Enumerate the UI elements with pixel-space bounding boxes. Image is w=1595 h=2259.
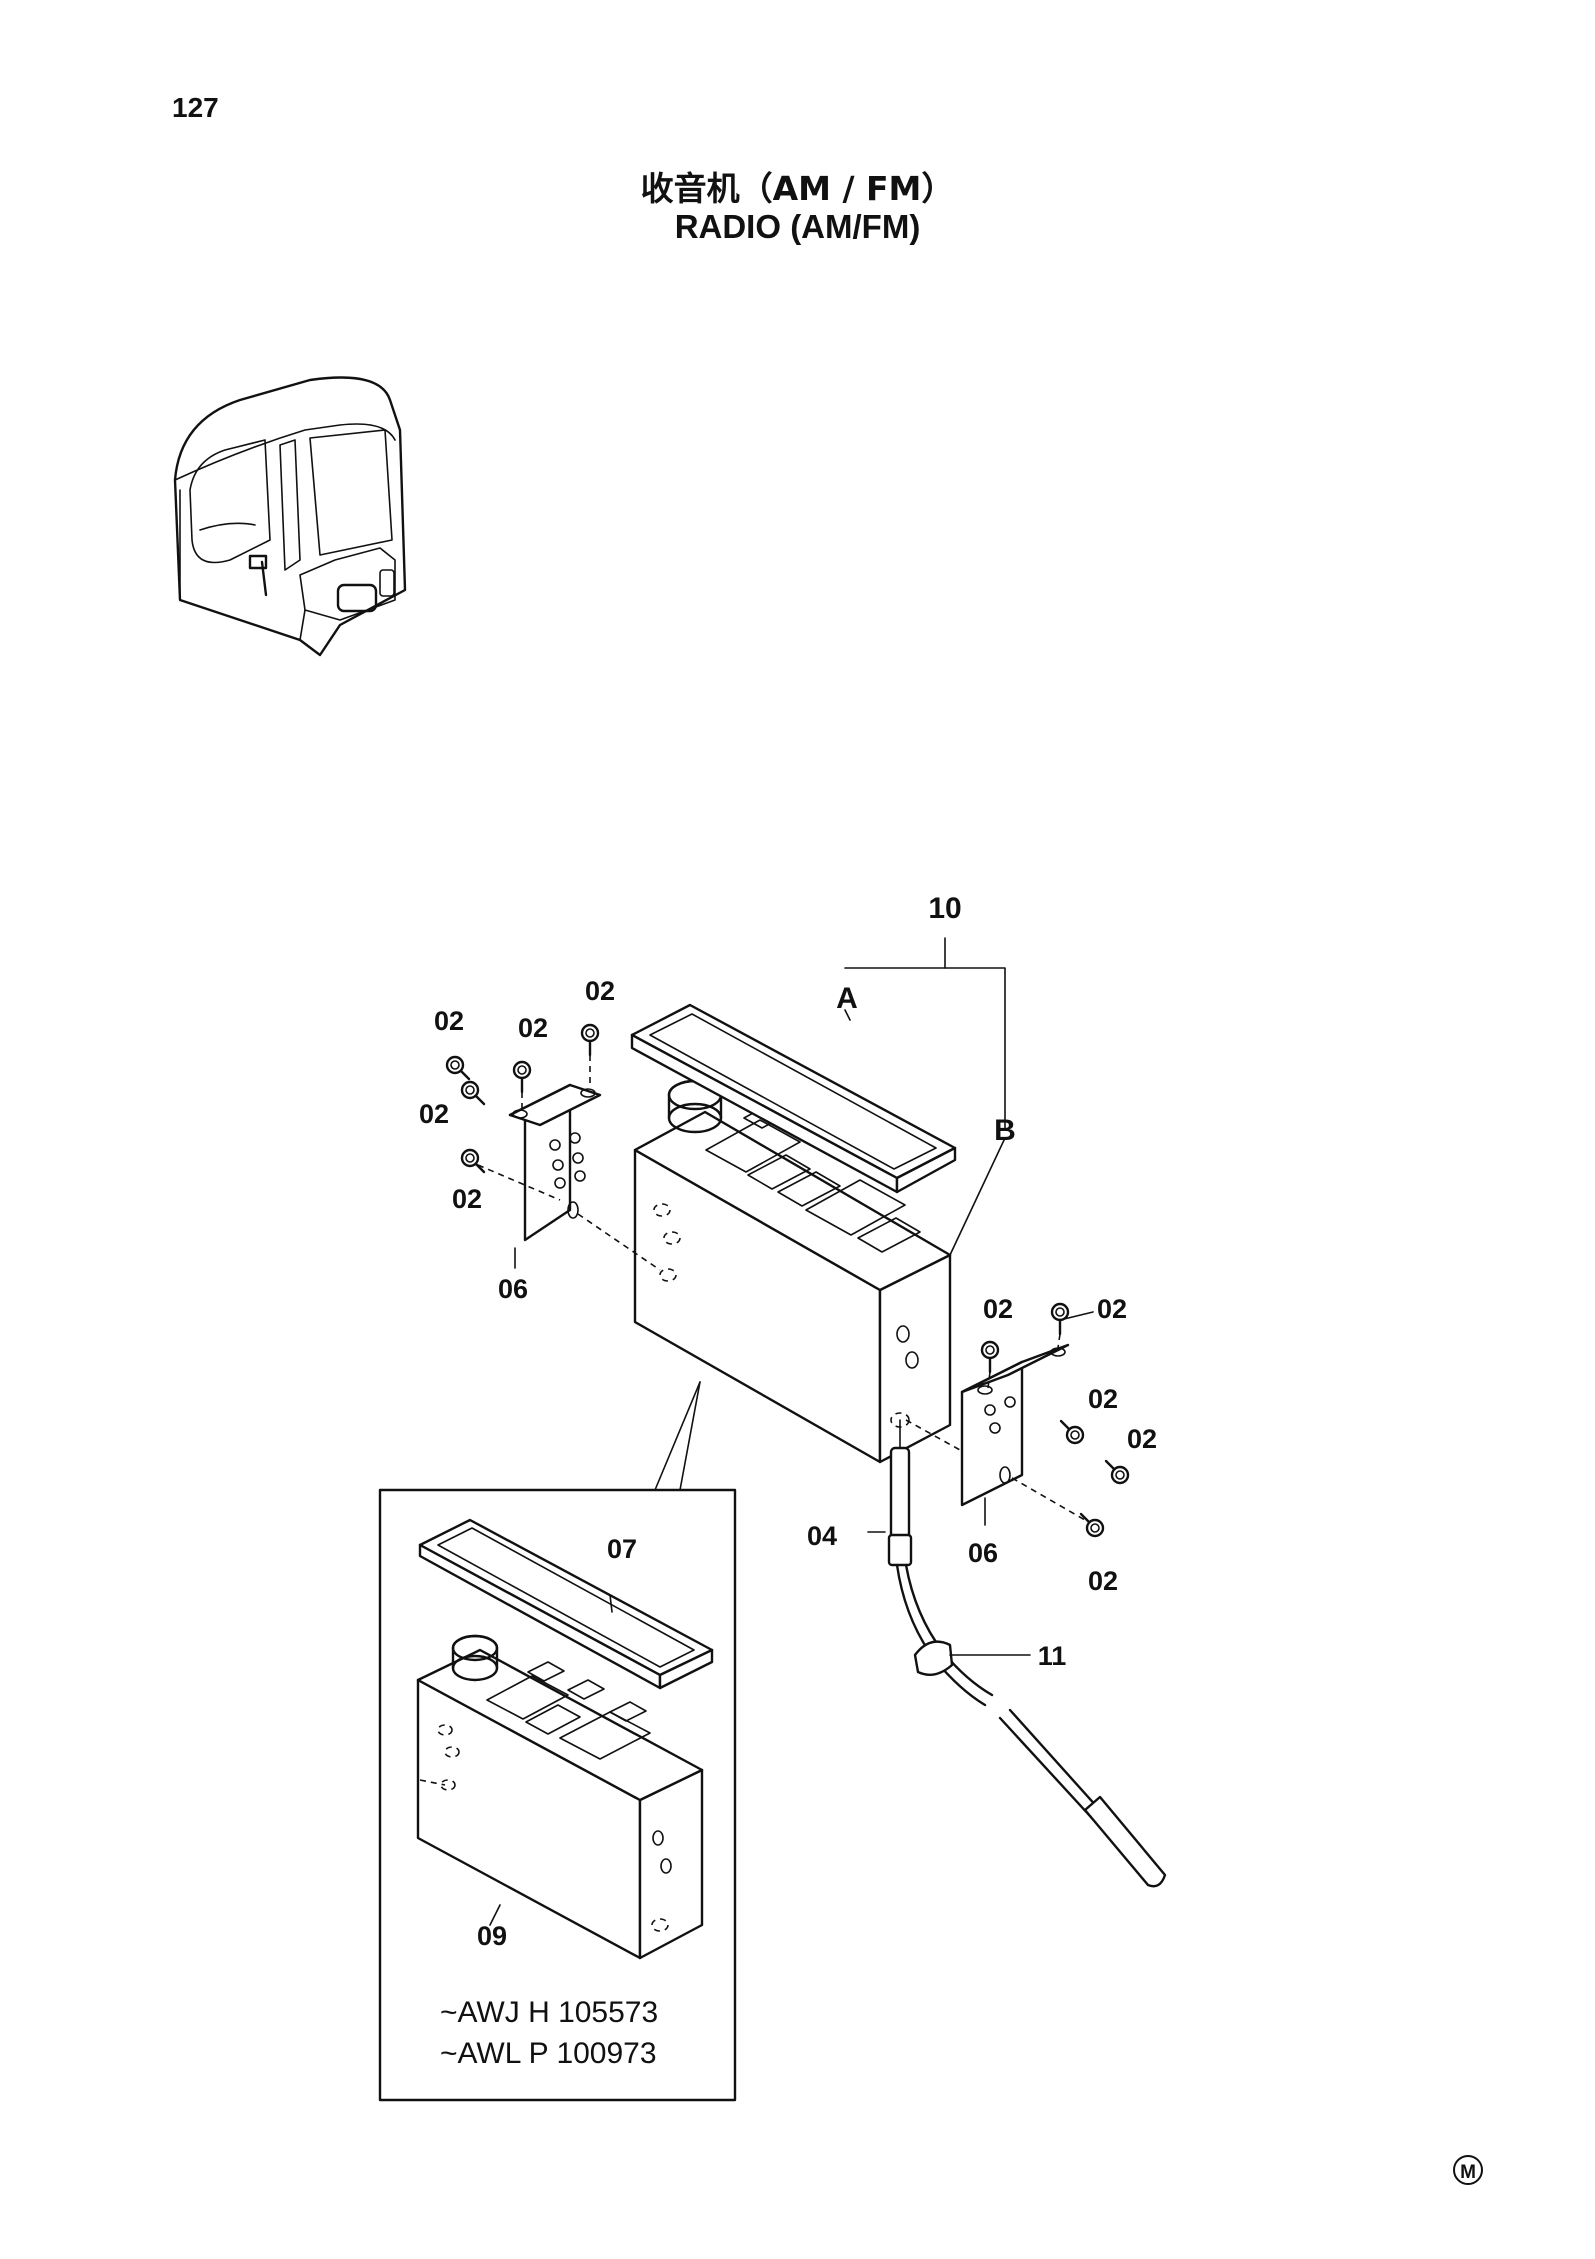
page-number: 127 — [172, 92, 219, 123]
corner-mark-letter: M — [1460, 2162, 1476, 2183]
callout-screw-9: 02 — [1127, 1424, 1157, 1454]
callout-labels: 10 A B 02 02 02 02 02 02 02 02 02 02 06 … — [419, 892, 1157, 2070]
callout-screw-4: 02 — [419, 1099, 449, 1129]
inset-note-2: ~AWL P 100973 — [440, 2037, 657, 2070]
cover-tray-a — [630, 1003, 957, 1194]
callout-bracket-left: 06 — [498, 1274, 528, 1304]
title-chinese: 收音机（AM / FM） — [640, 169, 955, 208]
bracket-left — [508, 1083, 602, 1242]
title-english: RADIO (AM/FM) — [674, 208, 921, 245]
callout-screw-10: 02 — [1088, 1566, 1118, 1596]
callout-antenna-plug: 04 — [807, 1521, 837, 1551]
callout-clip: 11 — [1038, 1641, 1067, 1671]
screws — [445, 1023, 1130, 1538]
callout-screw-1: 02 — [434, 1006, 464, 1036]
inset-pointer — [654, 1381, 701, 1491]
callout-screw-7: 02 — [1097, 1294, 1127, 1324]
callout-screw-6: 02 — [983, 1294, 1013, 1324]
mounting-lines — [477, 1055, 1086, 1521]
cab-location-thumbnail — [173, 376, 407, 657]
inset-old-version-box — [378, 1488, 737, 2102]
callout-screw-5: 02 — [452, 1184, 482, 1214]
leader-lines — [514, 937, 1094, 1656]
antenna-cable — [887, 1419, 1167, 1888]
callout-screw-3: 02 — [585, 976, 615, 1006]
inset-note-1: ~AWJ H 105573 — [440, 1996, 658, 2029]
callout-a: A — [836, 982, 858, 1015]
callout-inset-cover: 07 — [607, 1534, 637, 1564]
corner-mark: M — [1453, 2155, 1483, 2185]
callout-10: 10 — [928, 892, 961, 925]
bracket-right — [960, 1343, 1070, 1507]
callout-screw-2: 02 — [518, 1013, 548, 1043]
callout-screw-8: 02 — [1088, 1384, 1118, 1414]
callout-inset-radio: 09 — [477, 1921, 507, 1951]
callout-bracket-right: 06 — [968, 1538, 998, 1568]
callout-b: B — [994, 1114, 1016, 1147]
